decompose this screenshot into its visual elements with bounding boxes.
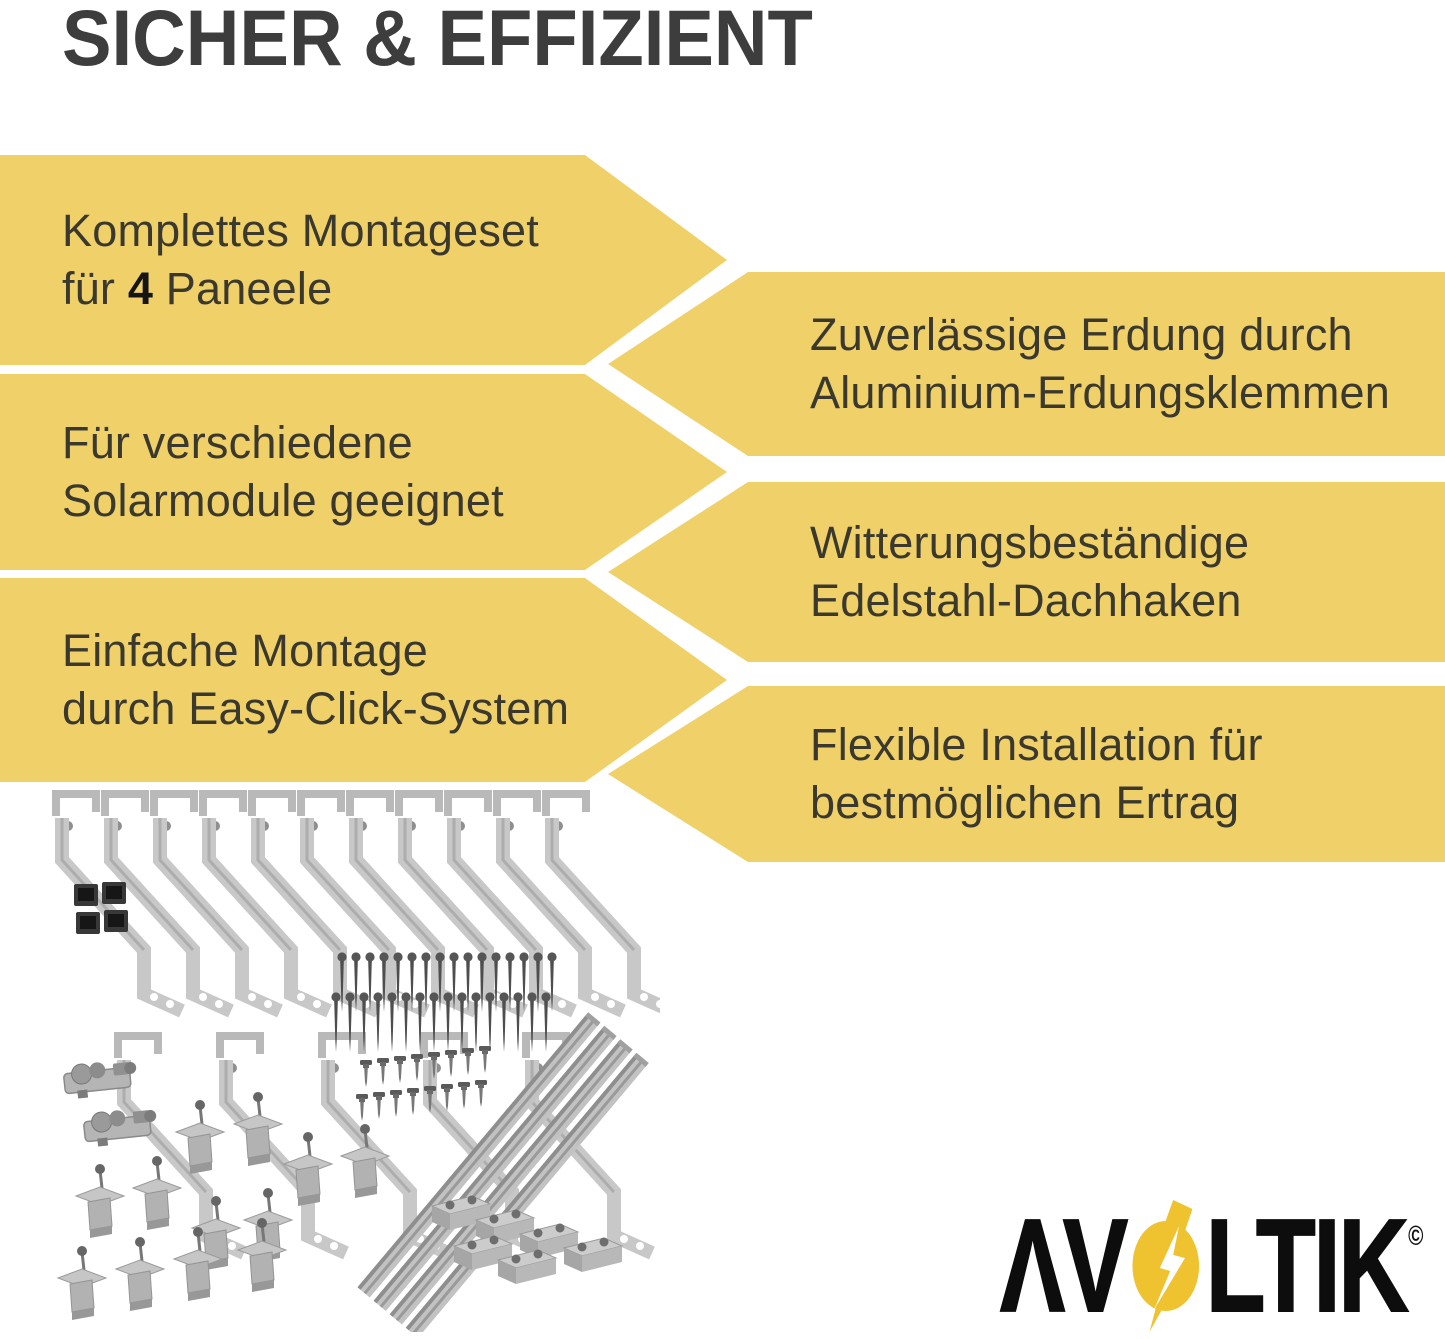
banner-line: Edelstahl-Dachhaken [810,575,1242,626]
banner-line: Flexible Installation für [810,719,1263,770]
brand-logo-text-left: ΛV [999,1192,1129,1339]
banner-line: Aluminium-Erdungsklemmen [810,367,1391,418]
banner-line: Witterungsbeständige [810,517,1250,568]
banner-line: durch Easy-Click-System [62,683,570,734]
banner-line: Für verschiedene [62,417,413,468]
roof-hooks-row1 [56,794,660,1011]
banner-line: Solarmodule geeignet [62,475,504,526]
banner-montageset: Komplettes Montageset für 4 Paneele [0,155,727,365]
lightning-bolt-icon [1132,1200,1200,1332]
panel-count: 4 [127,263,154,314]
banner-line: für 4 Paneele [62,260,727,318]
banner-text-pre: für [62,263,128,314]
grounding-clamps [61,1057,160,1149]
banner-text-post: Paneele [153,263,333,314]
mounting-kit-illustration [40,772,660,1338]
banner-dachhaken: Witterungsbeständige Edelstahl-Dachhaken [608,482,1445,662]
banner-line: bestmöglichen Ertrag [810,777,1240,828]
banner-line: Einfache Montage [62,625,428,676]
banner-line: Zuverlässige Erdung durch [810,309,1353,360]
brand-logo: ΛV LTIK © [999,1192,1424,1339]
brand-logo-text-right: LTIK [1205,1192,1410,1339]
banner-erdung: Zuverlässige Erdung durch Aluminium-Erdu… [608,272,1445,456]
banner-installation: Flexible Installation für bestmöglichen … [608,686,1445,862]
copyright-mark: © [1408,1220,1424,1251]
banner-line: Komplettes Montageset [62,205,539,256]
mounting-rails [357,1012,649,1338]
product-photo [40,772,660,1338]
banner-easy-click: Einfache Montage durch Easy-Click-System [0,578,727,782]
banner-solarmodule: Für verschiedene Solarmodule geeignet [0,374,727,570]
page-title: SICHER & EFFIZIENT [62,0,813,82]
